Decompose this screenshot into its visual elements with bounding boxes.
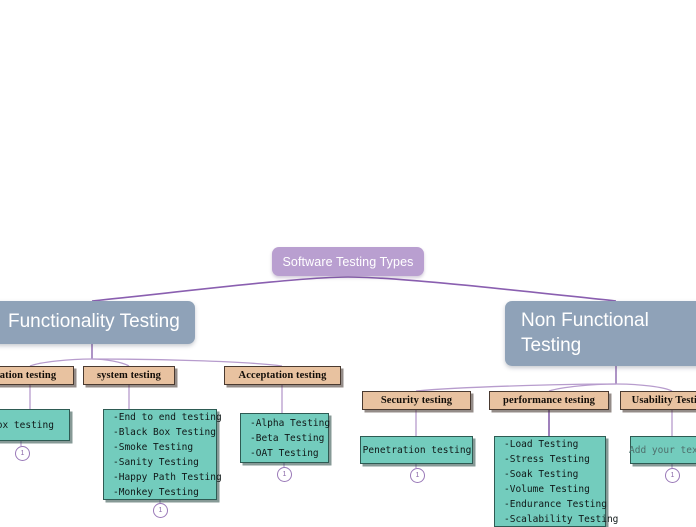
edge-nonfunctional-to-performance (548, 383, 617, 392)
node-integration-testing[interactable]: ation testing (0, 366, 74, 385)
collapse-badge-count: 1 (670, 472, 675, 479)
leaf-line: -Beta Testing (250, 432, 325, 444)
root-node[interactable]: Software Testing Types (272, 247, 424, 276)
edge-nonfunctional-to-usability (615, 383, 673, 392)
leaf-line: -OAT Testing (250, 447, 319, 459)
leaf-line: -Load Testing (504, 438, 579, 450)
leaf-line: Add your text here (629, 444, 696, 456)
leaf-line: -Stress Testing (504, 453, 590, 465)
edge-functionality-to-acceptation (91, 358, 283, 367)
node-non-functional-testing-label: Non Functional Testing (521, 310, 649, 356)
leaf-security-testing-items[interactable]: Penetration testing (360, 436, 473, 464)
leaf-line: -Soak Testing (504, 468, 579, 480)
node-system-testing[interactable]: system testing (83, 366, 175, 385)
collapse-badge-acceptation-testing-items[interactable]: 1 (277, 467, 292, 482)
leaf-line: -Sanity Testing (113, 456, 199, 468)
node-functionality-testing[interactable]: Functionality Testing (0, 301, 195, 344)
leaf-line: -Scalability Testing (504, 513, 619, 525)
leaf-line: box testing (0, 419, 54, 431)
collapse-badge-count: 1 (415, 472, 420, 479)
edge-root-to-nonfunctional (347, 276, 617, 302)
node-security-testing-label: Security testing (380, 395, 453, 406)
edge-root-to-functionality (91, 276, 349, 302)
node-non-functional-testing[interactable]: Non Functional Testing (505, 301, 696, 366)
node-functionality-testing-label: Functionality Testing (8, 311, 180, 333)
leaf-performance-testing-items[interactable]: -Load Testing -Stress Testing -Soak Testin… (494, 436, 619, 527)
node-system-testing-label: system testing (96, 370, 162, 381)
leaf-line: -Volume Testing (504, 483, 590, 495)
collapse-badge-system-testing-items[interactable]: 1 (153, 503, 168, 518)
node-security-testing[interactable]: Security testing (362, 391, 471, 410)
leaf-line: -Alpha Testing (250, 417, 331, 429)
root-node-label: Software Testing Types (282, 254, 414, 269)
collapse-badge-count: 1 (20, 450, 25, 457)
leaf-line: -Happy Path Testing (113, 471, 222, 483)
leaf-acceptation-testing-items[interactable]: -Alpha Testing -Beta Testing -OAT Testing (240, 413, 331, 463)
leaf-integration-testing-items[interactable]: box testing (0, 409, 70, 441)
collapse-badge-usability-testing-items[interactable]: 1 (665, 468, 680, 483)
node-usability-testing[interactable]: Usability Testing (620, 391, 696, 410)
node-performance-testing[interactable]: performance testing (489, 391, 609, 410)
leaf-line: -Black Box Testing (113, 426, 216, 438)
node-performance-testing-label: performance testing (503, 395, 595, 406)
leaf-system-testing-items[interactable]: -End to end testing -Black Box Testing -Sm… (103, 409, 222, 500)
leaf-line: -End to end testing (113, 411, 222, 423)
leaf-line: -Endurance Testing (504, 498, 607, 510)
collapse-badge-count: 1 (282, 471, 287, 478)
edge-functionality-to-system (91, 358, 130, 367)
collapse-badge-integration-testing-items[interactable]: 1 (15, 446, 30, 461)
leaf-line: -Monkey Testing (113, 486, 199, 498)
collapse-badge-security-testing-items[interactable]: 1 (410, 468, 425, 483)
leaf-usability-testing-items[interactable]: Add your text here (629, 436, 696, 464)
node-integration-testing-label: ation testing (0, 370, 57, 381)
node-acceptation-testing-label: Acceptation testing (238, 370, 327, 381)
leaf-line: Penetration testing (362, 444, 472, 456)
node-acceptation-testing[interactable]: Acceptation testing (224, 366, 341, 385)
edge-nonfunctional-to-security (415, 383, 617, 392)
leaf-line: -Smoke Testing (113, 441, 194, 453)
node-usability-testing-label: Usability Testing (631, 395, 696, 406)
collapse-badge-count: 1 (158, 507, 163, 514)
edge-functionality-to-integration (29, 358, 93, 367)
